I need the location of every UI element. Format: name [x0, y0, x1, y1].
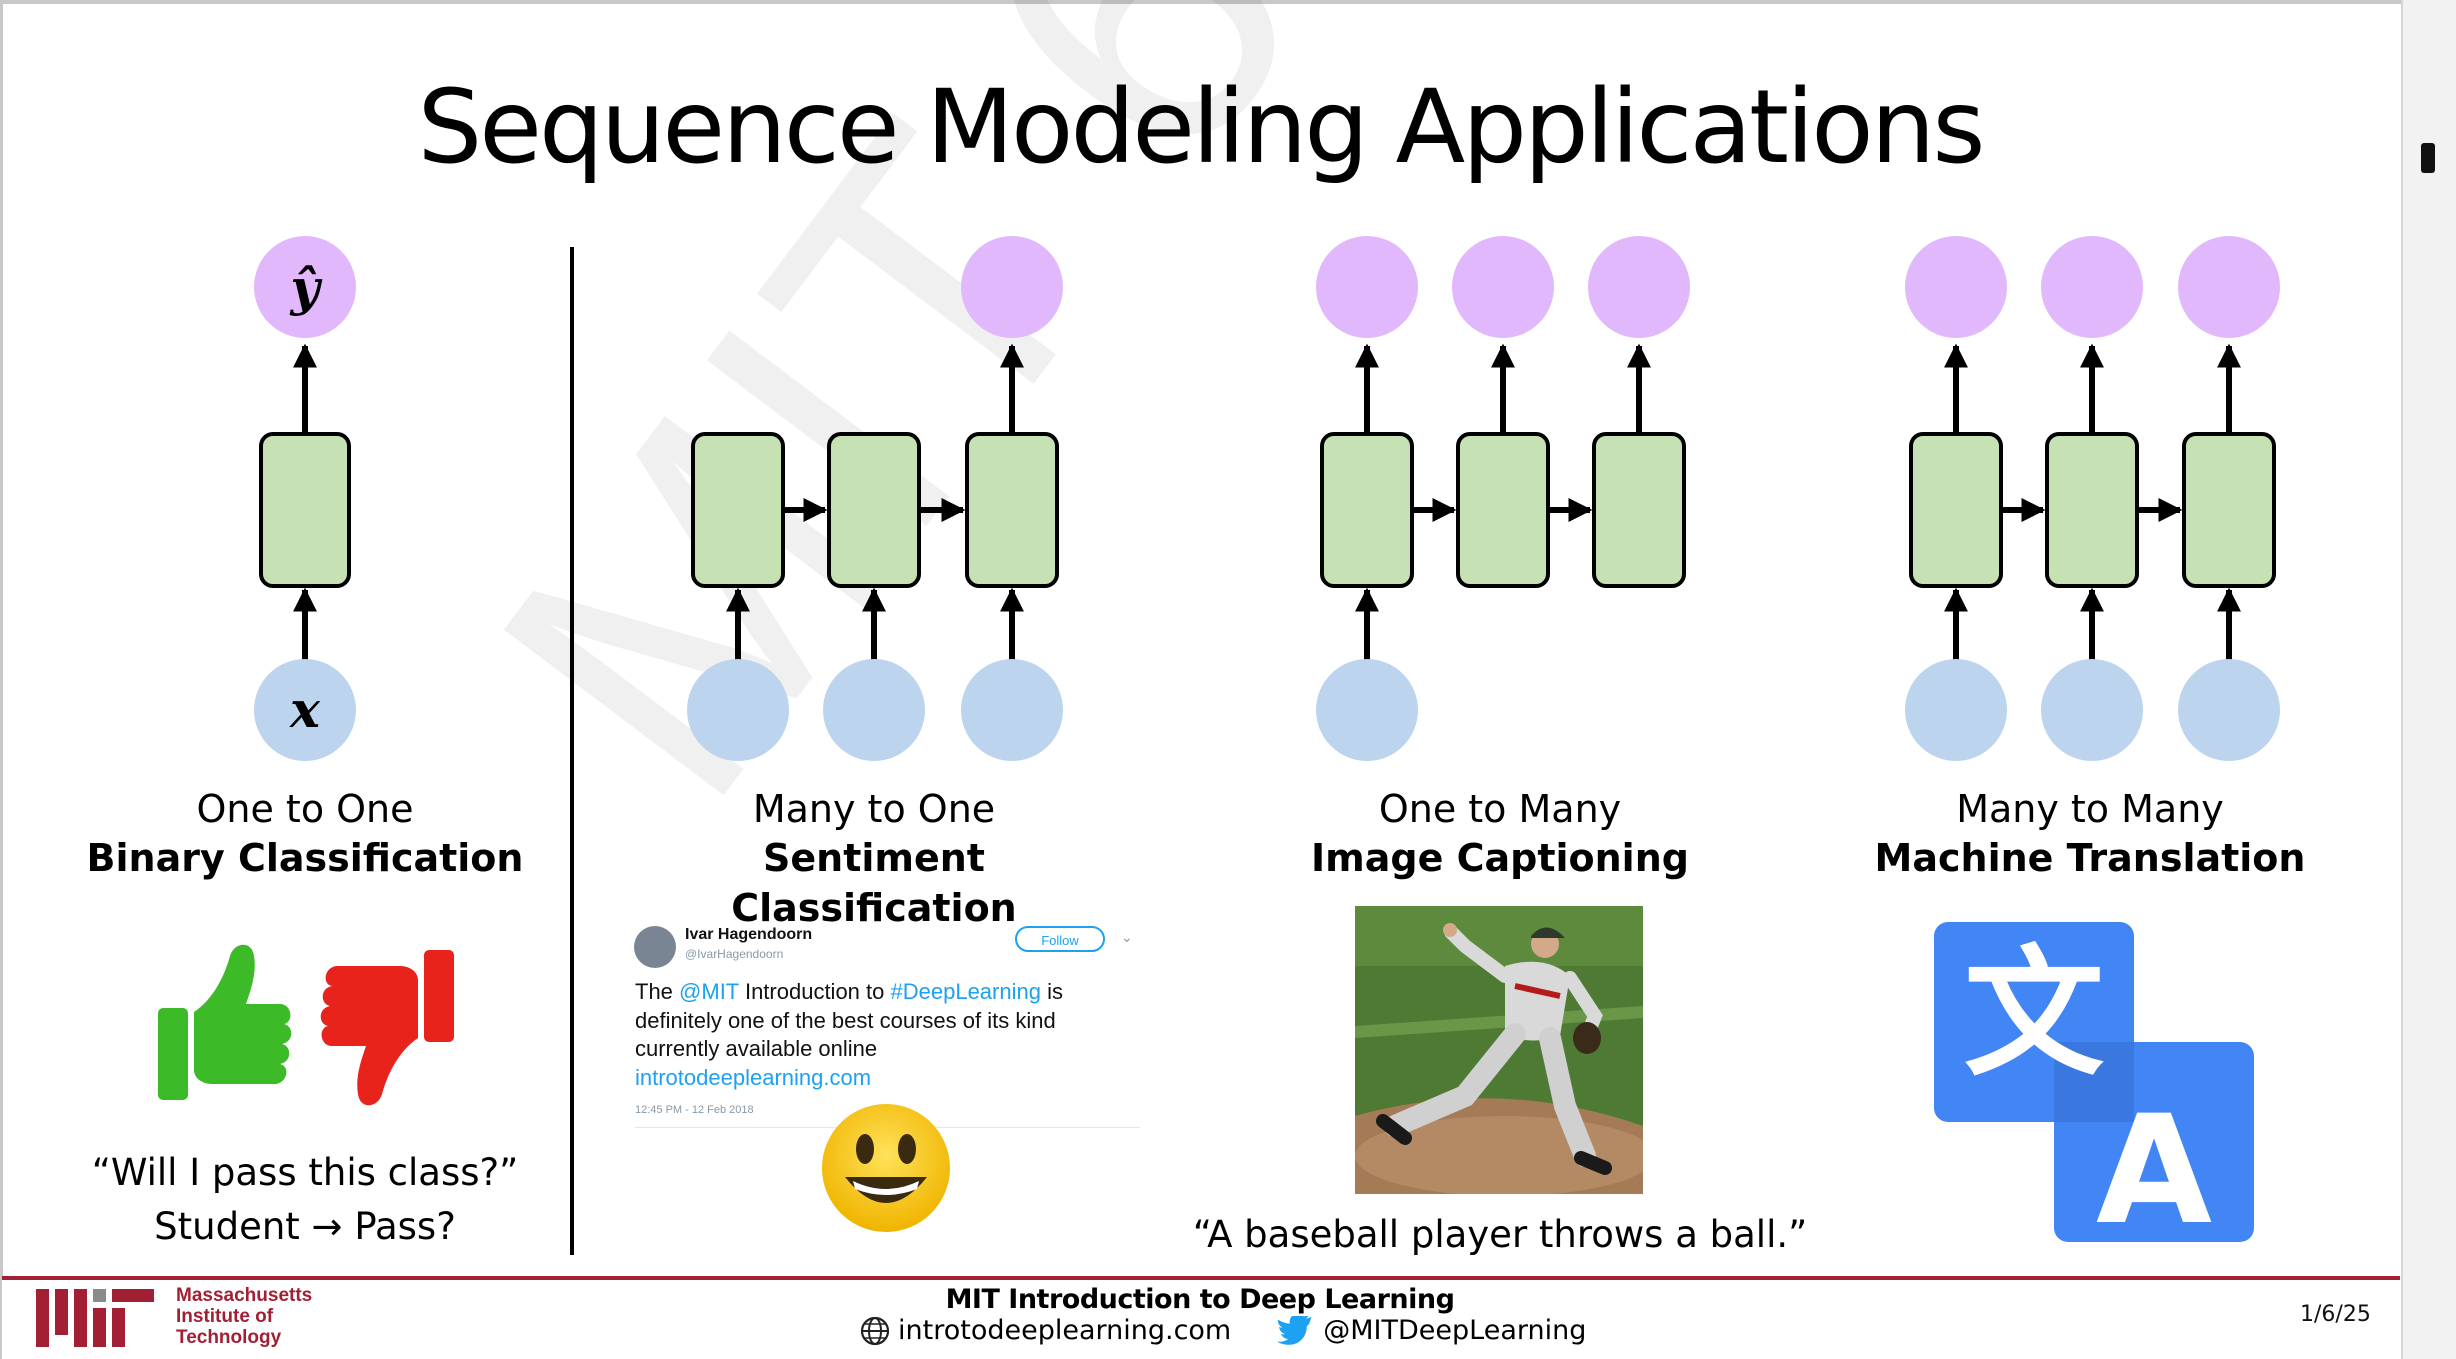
one-to-one-diagram: ŷ x [254, 236, 356, 761]
svg-text:文: 文 [1964, 933, 2104, 1096]
output-node [1905, 236, 2007, 338]
hashtag-link[interactable]: #DeepLearning [890, 979, 1041, 1004]
tweet-text: The @MIT Introduction to #DeepLearning i… [635, 979, 1063, 1090]
panel-type: One to One [196, 787, 414, 831]
panel-name: Binary Classification [86, 836, 524, 881]
globe-icon [860, 1316, 890, 1345]
output-node [961, 236, 1063, 338]
input-node [1316, 659, 1418, 761]
twitter-icon [1277, 1315, 1312, 1345]
tweet-card: Ivar Hagendoorn @IvarHagendoorn Follow ⌄… [627, 917, 1142, 1130]
rnn-cell [691, 432, 785, 588]
mention-link[interactable]: @MIT [679, 979, 739, 1004]
quote-line: Student → Pass? [154, 1204, 456, 1248]
rnn-cell [1909, 432, 2003, 588]
many-to-many-diagram [1905, 236, 2280, 761]
google-translate-icon: 文 A [1934, 922, 2254, 1242]
panel-caption-many-to-many: Many to Many Machine Translation [1840, 785, 2340, 884]
tweet-url-link[interactable]: introtodeeplearning.com [635, 1064, 872, 1090]
panel-type: Many to Many [1956, 787, 2224, 831]
rnn-cell [1592, 432, 1686, 588]
panel-caption-one-to-many: One to Many Image Captioning [1250, 785, 1750, 884]
input-node [687, 659, 789, 761]
institution-name: Massachusetts Institute of Technology [176, 1285, 313, 1348]
rnn-cell [965, 432, 1059, 588]
output-node [2178, 236, 2280, 338]
input-node [961, 659, 1063, 761]
tweet-handle: @IvarHagendoorn [685, 947, 784, 961]
slide-date: 1/6/25 [2300, 1302, 2371, 1327]
input-node [254, 659, 356, 761]
rnn-cell [1456, 432, 1550, 588]
rnn-cell [2045, 432, 2139, 588]
panel-type: One to Many [1378, 787, 1622, 831]
output-node [1588, 236, 1690, 338]
quote-line: “Will I pass this class?” [91, 1151, 519, 1194]
rnn-cell [827, 432, 921, 588]
course-title: MIT Introduction to Deep Learning [945, 1284, 1455, 1315]
panel-name: Sentiment Classification [731, 836, 1017, 930]
thumbs-up-icon [158, 944, 292, 1100]
mit-logo [36, 1289, 154, 1347]
input-node [2041, 659, 2143, 761]
slide-title: Sequence Modeling Applications [417, 68, 1985, 187]
thumbs-down-icon [320, 950, 454, 1106]
input-label: x [289, 680, 321, 739]
footer-rule [2, 1276, 2400, 1280]
svg-text:A: A [2096, 1084, 2212, 1242]
panel-caption-many-to-one: Many to One Sentiment Classification [614, 785, 1134, 933]
tweet-timestamp: 12:45 PM - 12 Feb 2018 [635, 1104, 754, 1116]
footer [2, 1280, 2400, 1359]
tweet-author: Ivar Hagendoorn [685, 926, 813, 943]
follow-button[interactable]: Follow [1015, 926, 1105, 952]
panel-1-quote: “Will I pass this class?” Student → Pass… [60, 1146, 550, 1253]
rnn-cell [2182, 432, 2276, 588]
panel-name: Machine Translation [1874, 836, 2306, 881]
vertical-scrollbar[interactable] [2401, 0, 2456, 1359]
one-to-many-diagram [1316, 236, 1690, 761]
output-label: ŷ [289, 258, 322, 317]
smiley-emoji-icon [822, 1104, 950, 1232]
panel-caption-one-to-one: One to One Binary Classification [60, 785, 550, 884]
input-node [823, 659, 925, 761]
footer-links: introtodeeplearning.com @MITDeepLearning [860, 1314, 1586, 1346]
baseball-player-photo [1355, 906, 1643, 1194]
panel-divider [570, 247, 574, 1255]
output-node [254, 236, 356, 338]
window-top-border [0, 0, 2456, 4]
output-node [2041, 236, 2143, 338]
rnn-cell [259, 432, 351, 588]
panel-name: Image Captioning [1311, 836, 1689, 881]
panel-type: Many to One [752, 787, 996, 831]
window-left-border [0, 0, 3, 1359]
scrollbar-thumb[interactable] [2421, 143, 2435, 173]
input-node [1905, 659, 2007, 761]
many-to-one-diagram [687, 236, 1063, 761]
output-node [1452, 236, 1554, 338]
twitter-handle-link[interactable]: @MITDeepLearning [1323, 1315, 1587, 1346]
output-node [1316, 236, 1418, 338]
input-node [2178, 659, 2280, 761]
website-link[interactable]: introtodeeplearning.com [898, 1315, 1232, 1346]
chevron-down-icon[interactable]: ⌄ [1121, 929, 1133, 945]
rnn-cell [1320, 432, 1414, 588]
avatar [634, 926, 676, 968]
panel-3-quote: “A baseball player throws a ball.” [1192, 1213, 1808, 1256]
